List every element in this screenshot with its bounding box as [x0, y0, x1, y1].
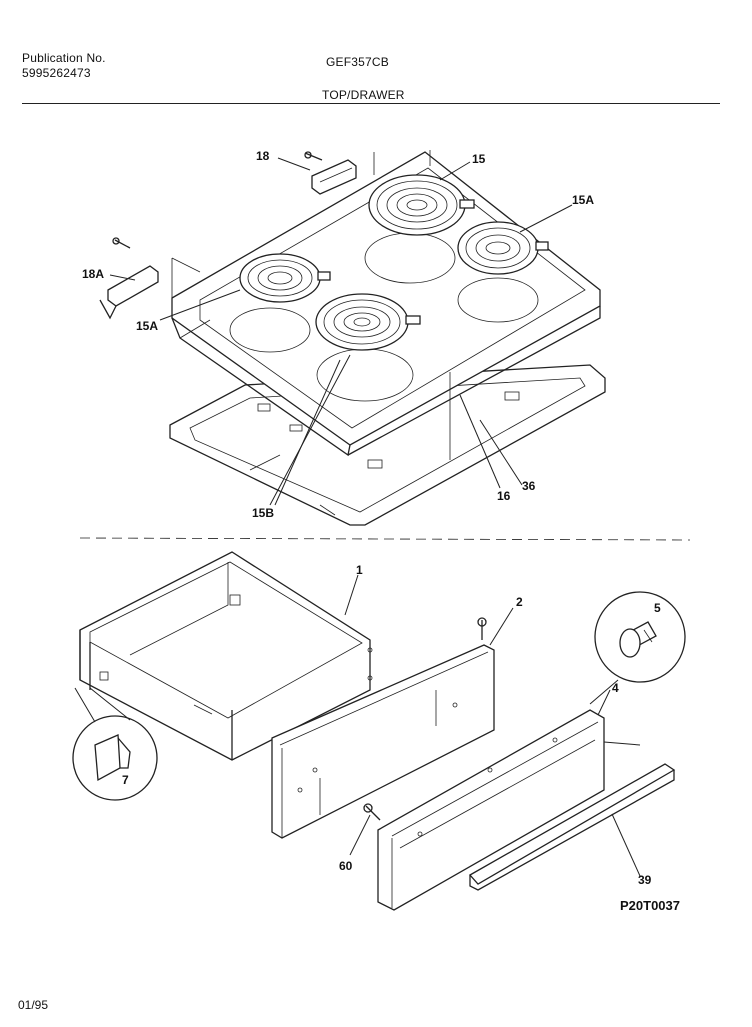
callout-15a-left: 15A	[136, 319, 158, 333]
hinge-bracket-18a	[99, 237, 159, 320]
figure-code: P20T0037	[620, 898, 680, 913]
screw-60	[363, 803, 381, 821]
drawer-front-panel	[271, 617, 495, 839]
callout-2: 2	[516, 595, 523, 609]
callout-36: 36	[522, 479, 536, 493]
callout-39: 39	[638, 873, 652, 887]
callout-1: 1	[356, 563, 363, 577]
callout-15b: 15B	[252, 506, 274, 520]
trim-strip	[468, 763, 676, 891]
drawer-front-cover	[377, 709, 605, 911]
callout-60: 60	[339, 859, 353, 873]
drawer-body	[79, 551, 373, 761]
hinge-bracket-18	[304, 151, 357, 195]
surface-element-15b	[315, 293, 421, 351]
header-rule	[22, 103, 720, 104]
model-number: GEF357CB	[326, 55, 389, 69]
callout-5: 5	[654, 601, 661, 615]
callout-4: 4	[612, 681, 619, 695]
section-title: TOP/DRAWER	[322, 88, 405, 102]
cooktop-assembly	[99, 150, 606, 526]
callout-18: 18	[256, 149, 270, 163]
publication-label: Publication No.	[22, 51, 106, 65]
surface-element-15a-right	[457, 221, 549, 275]
callout-16: 16	[497, 489, 511, 503]
detail-circle-7	[72, 715, 158, 801]
date-code: 01/95	[18, 998, 49, 1012]
callout-7: 7	[122, 773, 129, 787]
detail-circle-5	[594, 591, 686, 683]
callout-15: 15	[472, 152, 486, 166]
publication-number: 5995262473	[22, 66, 91, 80]
callout-18a: 18A	[82, 267, 104, 281]
surface-element-15	[368, 174, 475, 236]
callout-15a-right: 15A	[572, 193, 594, 207]
section-divider	[79, 537, 691, 541]
surface-element-15a-left	[239, 253, 331, 303]
